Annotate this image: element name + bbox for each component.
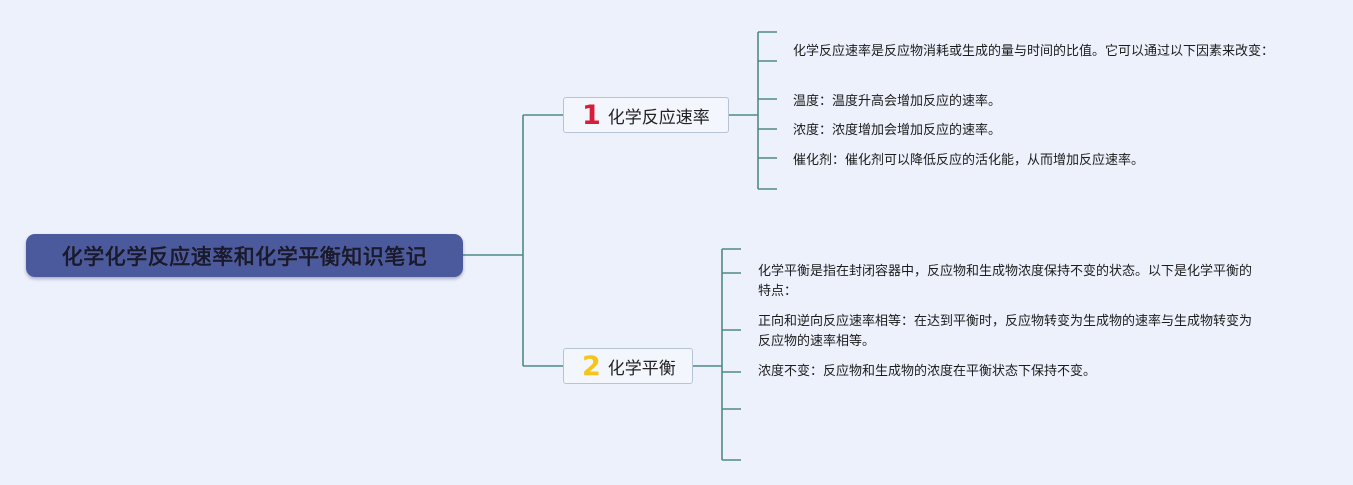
number-one-icon: 1 [582, 99, 601, 131]
branch-topic-label: 化学平衡 [607, 358, 676, 379]
leaf-catalyst[interactable]: 催化剂：催化剂可以降低反应的活化能，从而增加反应速率。 [793, 153, 1145, 168]
central-topic-title: 化学化学反应速率和化学平衡知识笔记 [61, 244, 428, 269]
number-two-icon: 2 [582, 350, 601, 382]
leaf-constant-concentration[interactable]: 浓度不变：反应物和生成物的浓度在平衡状态下保持不变。 [758, 364, 1097, 379]
leaf-equilibrium-definition[interactable]: 化学平衡是指在封闭容器中，反应物和生成物浓度保持不变的状态。以下是化学平衡的特点… [758, 264, 1253, 299]
branch-topic-label: 化学反应速率 [607, 107, 710, 128]
leaf-concentration[interactable]: 浓度：浓度增加会增加反应的速率。 [793, 123, 1002, 138]
leaf-equal-rates[interactable]: 正向和逆向反应速率相等：在达到平衡时，反应物转变为生成物的速率与生成物转变为反应… [758, 314, 1253, 349]
central-topic[interactable]: 化学化学反应速率和化学平衡知识笔记 [26, 234, 463, 277]
branch-topic-reaction-rate[interactable]: 1 化学反应速率 [563, 97, 729, 133]
branch-topic-equilibrium[interactable]: 2 化学平衡 [563, 348, 693, 384]
leaf-temperature[interactable]: 温度：温度升高会增加反应的速率。 [793, 94, 1002, 109]
leaf-rate-definition[interactable]: 化学反应速率是反应物消耗或生成的量与时间的比值。它可以通过以下因素来改变： [793, 44, 1275, 59]
